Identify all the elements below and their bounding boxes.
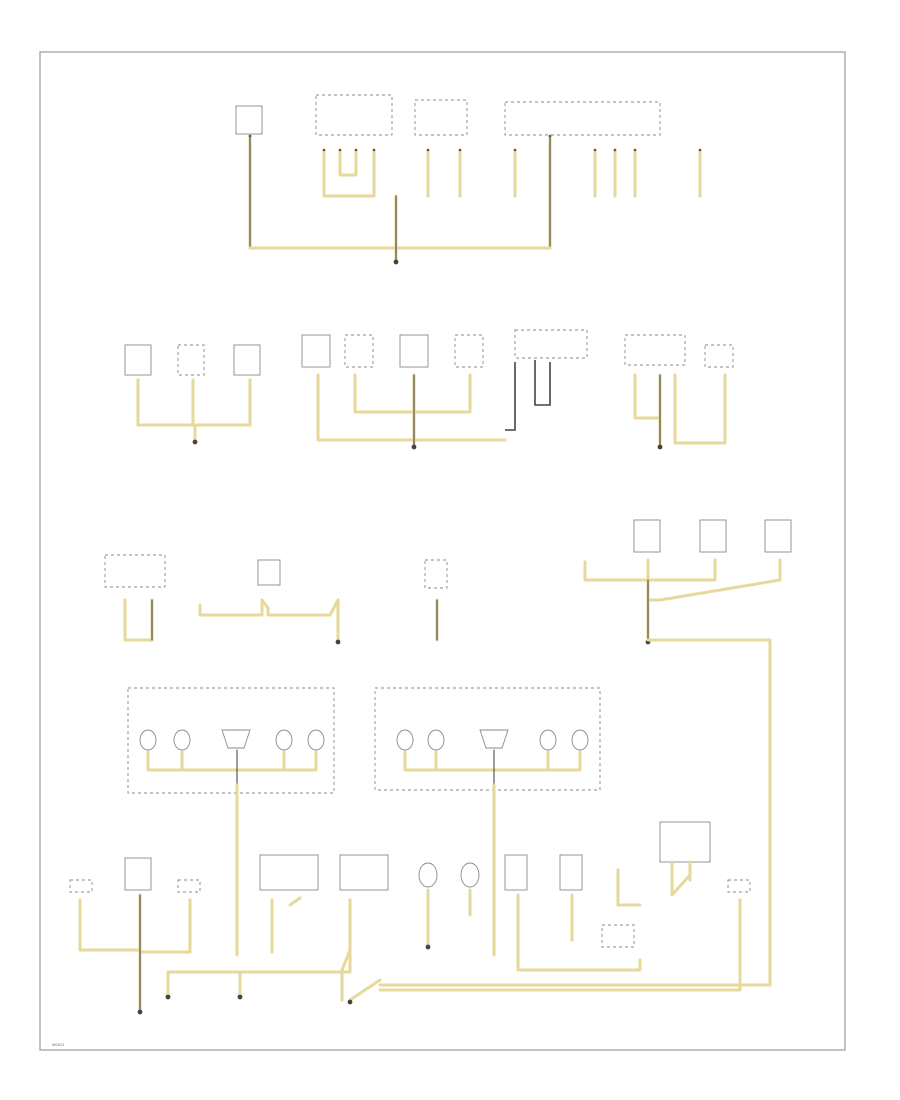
- row1-component-2: [315, 94, 393, 136]
- row5-component-6: [659, 821, 711, 863]
- figure-id: W0001: [52, 1043, 65, 1047]
- row2-ground-point-left: [192, 439, 198, 445]
- right-lamp-assembly: [374, 687, 601, 791]
- row5-component-1: [124, 857, 152, 891]
- row2-component-3: [233, 344, 261, 376]
- row2-ground-point-right: [657, 444, 663, 450]
- row4-lamp-assemblies: [127, 687, 601, 794]
- row1-component-1: [235, 105, 263, 135]
- row5-ground-group: [69, 783, 751, 1015]
- row3-ground-group: [104, 519, 792, 987]
- row5-ground-point-left: [137, 1009, 143, 1015]
- row2-component-8: [514, 329, 588, 359]
- row5-component-4: [504, 854, 528, 891]
- row1-ground-point: [393, 259, 399, 265]
- row1-component-4: [504, 101, 661, 136]
- row3-component-3: [633, 519, 661, 553]
- row2-component-9: [624, 334, 686, 366]
- row5-component-5: [559, 854, 583, 891]
- row3-component-5: [764, 519, 792, 553]
- row3-component-2: [257, 559, 281, 586]
- row3-component-1: [104, 554, 166, 588]
- row5-ground-point-main: [347, 999, 353, 1005]
- row2-component-6: [399, 334, 429, 368]
- row3-component-4: [699, 519, 727, 553]
- row5-component-3: [339, 854, 389, 891]
- row1-component-3: [414, 99, 468, 136]
- row2-ground-point-center: [411, 444, 417, 450]
- row2-component-4: [301, 334, 331, 368]
- diagram-frame: [39, 51, 846, 1051]
- left-lamp-assembly: [127, 687, 335, 794]
- row1-top-ground-group: [235, 94, 702, 265]
- row2-component-1: [124, 344, 152, 376]
- row2-ground-group: [124, 329, 734, 450]
- row5-component-2: [259, 854, 319, 891]
